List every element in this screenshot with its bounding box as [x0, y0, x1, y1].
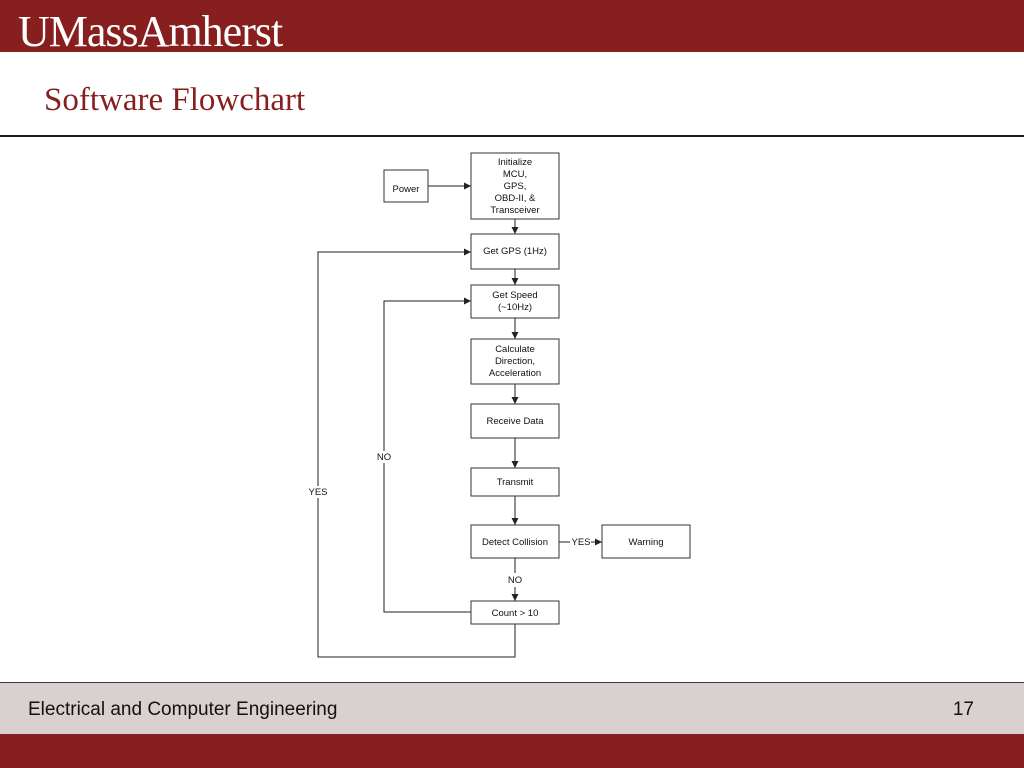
edge-count-yes-loop — [317, 252, 516, 658]
page-number: 17 — [952, 699, 974, 720]
flowchart-edges — [317, 182, 602, 658]
department-name: Electrical and Computer Engineering — [28, 699, 338, 720]
edge-label-detect-yes: YES — [571, 537, 590, 548]
node-get-gps-label: Get GPS (1Hz) — [483, 246, 547, 257]
title-divider — [0, 135, 1024, 137]
edge-label-count-yes: YES — [308, 487, 327, 498]
node-warning: Warning — [601, 524, 691, 559]
edge-label-detect-no: NO — [508, 575, 522, 586]
edge-count-no-loop — [383, 301, 471, 613]
node-receive-data: Receive Data — [470, 403, 560, 439]
node-power-label: Power — [393, 184, 420, 195]
footer-bar — [0, 734, 1024, 768]
slide-title: Software Flowchart — [44, 82, 306, 118]
header-bar: UMassAmherst — [0, 0, 1024, 56]
node-receive-data-label: Receive Data — [486, 416, 544, 427]
node-count-label: Count > 10 — [492, 608, 539, 619]
footer-band: Electrical and Computer Engineering 17 — [0, 682, 1024, 735]
node-transmit-label: Transmit — [497, 477, 534, 488]
node-count: Count > 10 — [470, 600, 560, 625]
node-detect-collision: Detect Collision — [470, 524, 560, 559]
umass-amherst-logo: UMassAmherst — [18, 7, 283, 56]
node-get-speed-label: Get Speed(~10Hz) — [492, 290, 537, 313]
node-detect-collision-label: Detect Collision — [482, 537, 548, 548]
edge-label-count-no: NO — [377, 452, 391, 463]
node-get-gps: Get GPS (1Hz) — [470, 233, 560, 270]
node-warning-label: Warning — [628, 537, 663, 548]
node-power: Power — [383, 169, 429, 203]
node-transmit: Transmit — [470, 467, 560, 497]
node-get-speed: Get Speed(~10Hz) — [470, 284, 560, 319]
